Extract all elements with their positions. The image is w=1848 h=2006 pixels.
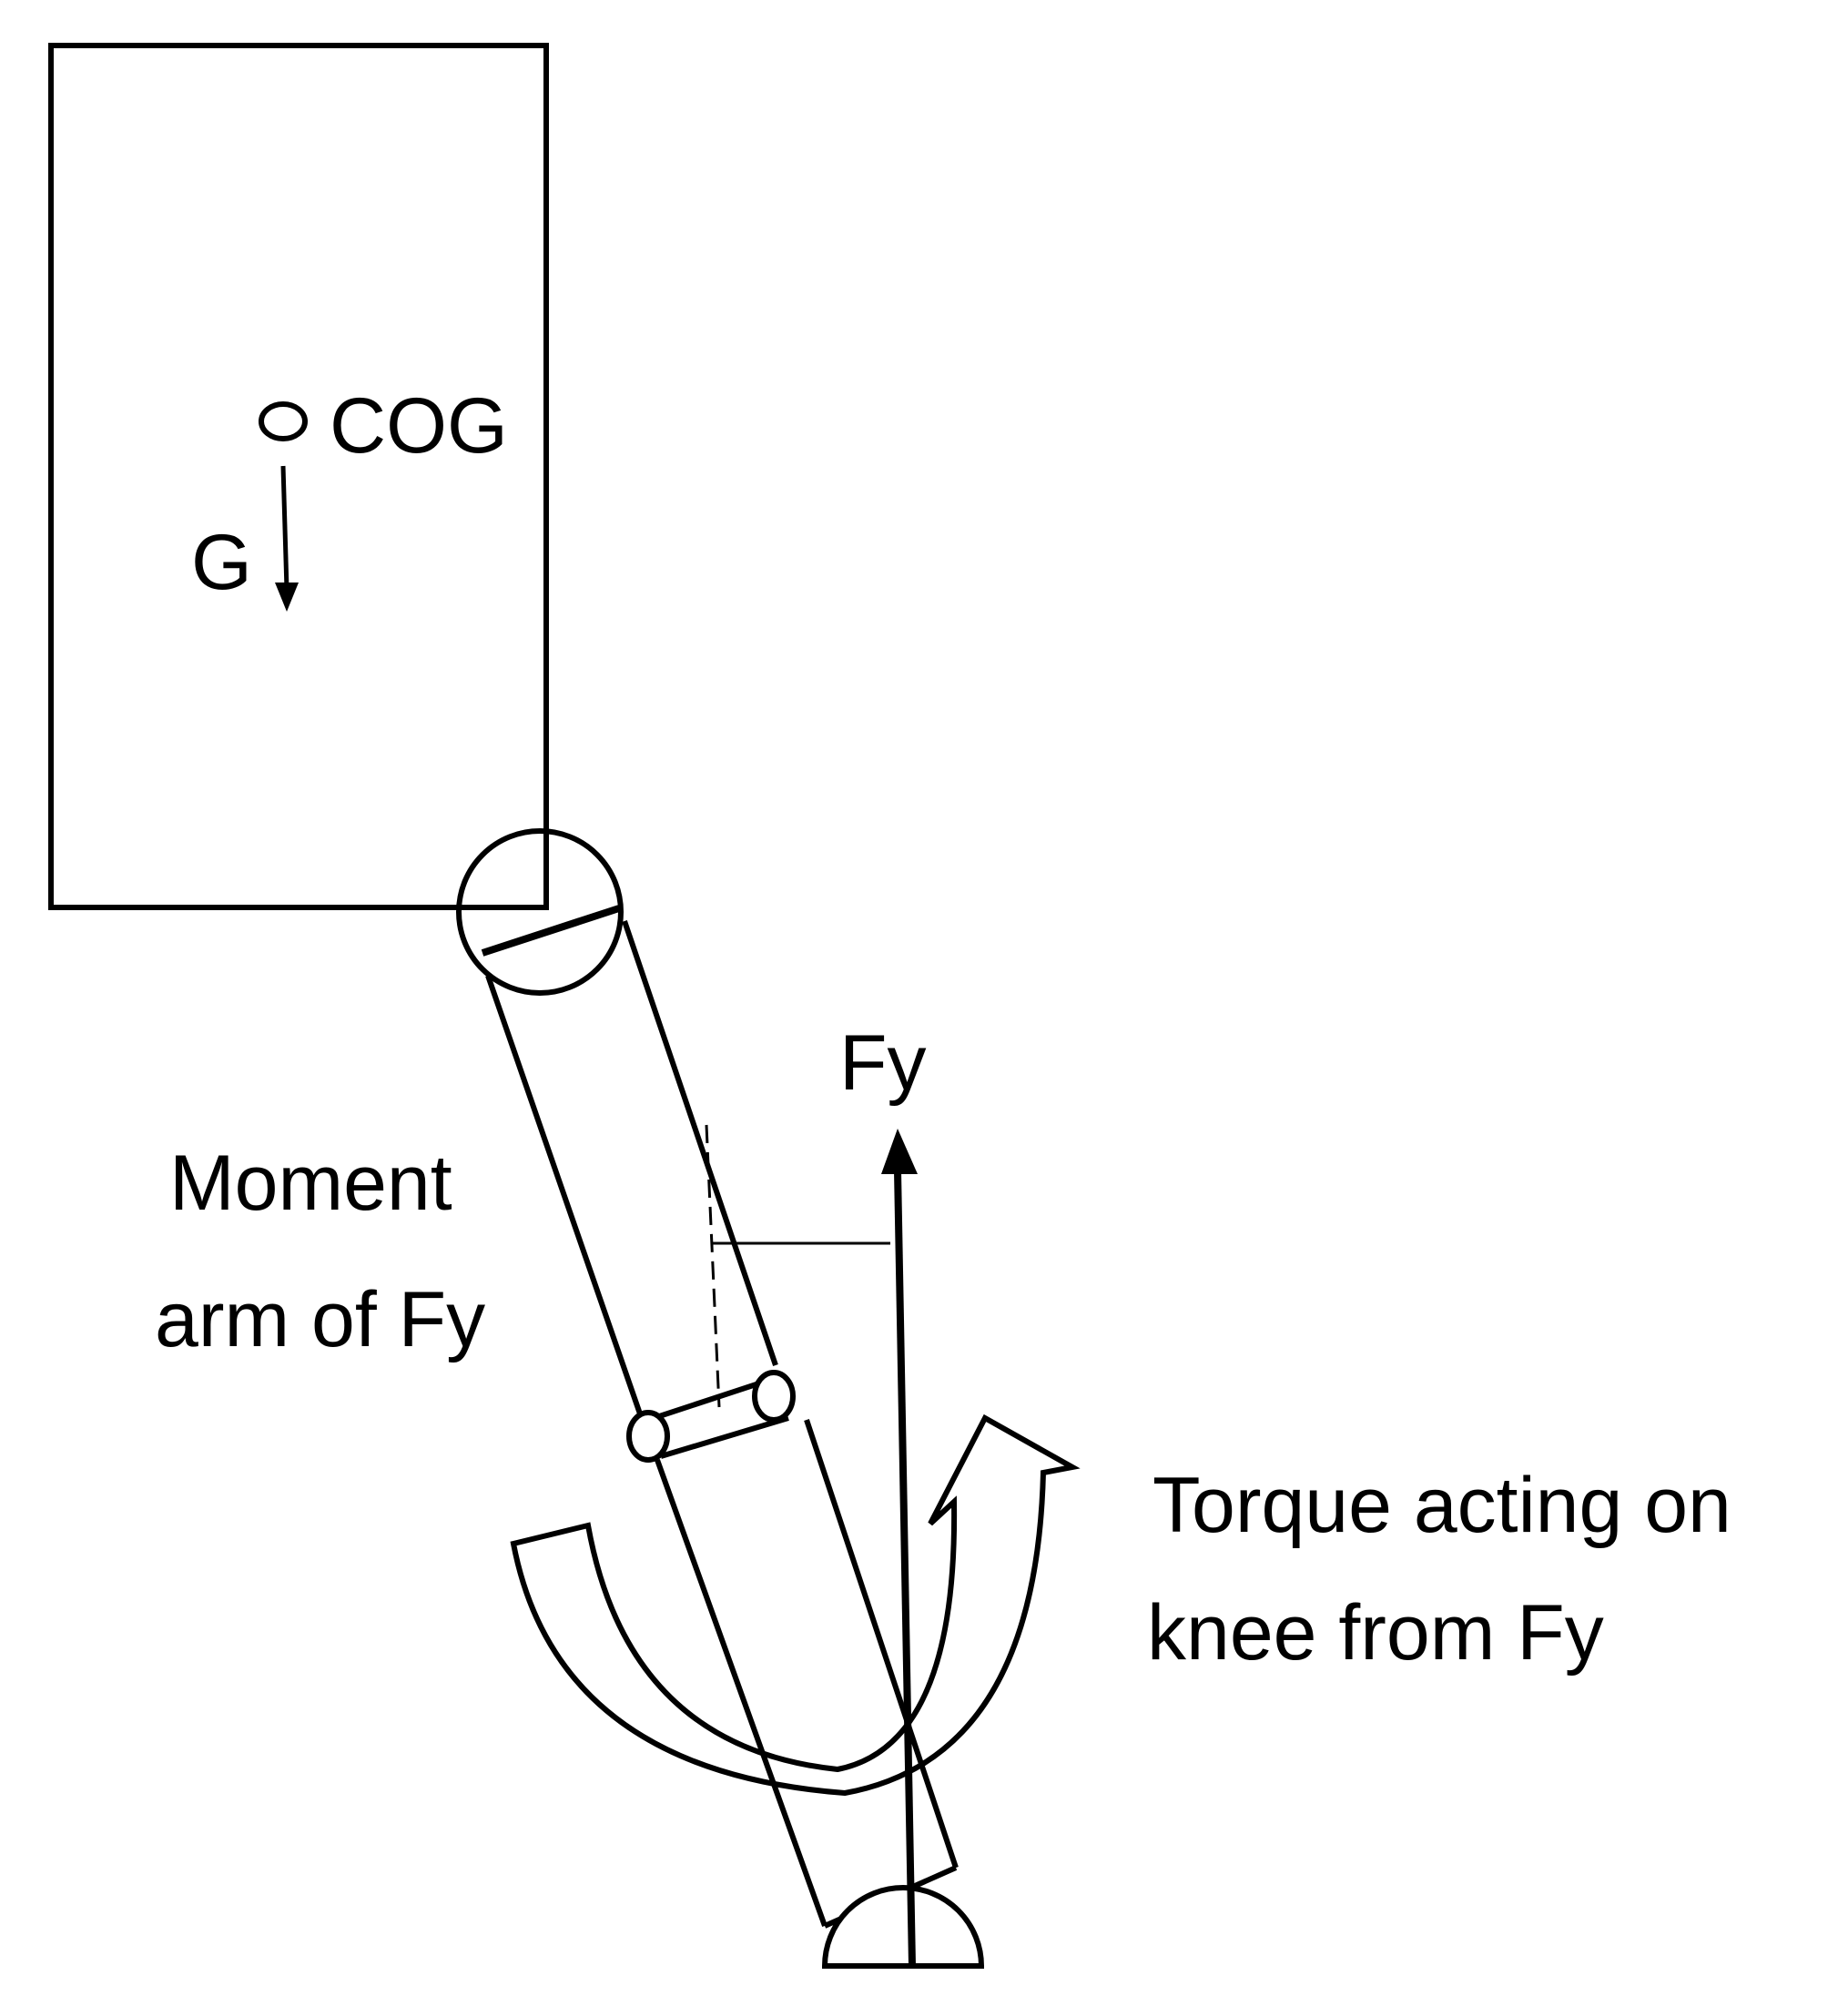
knee-joint-left [626, 1410, 670, 1463]
gravity-arrow [280, 465, 289, 591]
shank-right-edge [804, 1419, 959, 1869]
fy-arrowhead [881, 1129, 918, 1174]
shank-left-edge [655, 1458, 828, 1928]
hip-joint-band [481, 905, 621, 957]
cog-marker [259, 401, 308, 441]
gravity-label: G [191, 519, 252, 606]
moment-arm-dashed-line [705, 1124, 721, 1408]
torque-label-line1: Torque acting on [1152, 1462, 1731, 1549]
moment-arm-label-line1: Moment [169, 1140, 452, 1227]
knee-joint-right [752, 1370, 796, 1423]
thigh-left-edge [485, 975, 645, 1423]
thigh-right-edge [622, 920, 778, 1366]
foot-contact [821, 1885, 985, 1969]
fy-arrow [894, 1170, 916, 1967]
gravity-arrowhead [275, 583, 299, 612]
torque-curved-arrow [510, 1413, 1081, 1797]
torque-label-line2: knee from Fy [1147, 1589, 1604, 1677]
fy-label: Fy [839, 1019, 927, 1107]
moment-arm-label-line2: arm of Fy [155, 1276, 486, 1363]
knee-band-bottom [660, 1415, 789, 1459]
hip-joint [456, 828, 624, 996]
cog-label: COG [330, 382, 508, 470]
upper-body-box [48, 43, 549, 910]
